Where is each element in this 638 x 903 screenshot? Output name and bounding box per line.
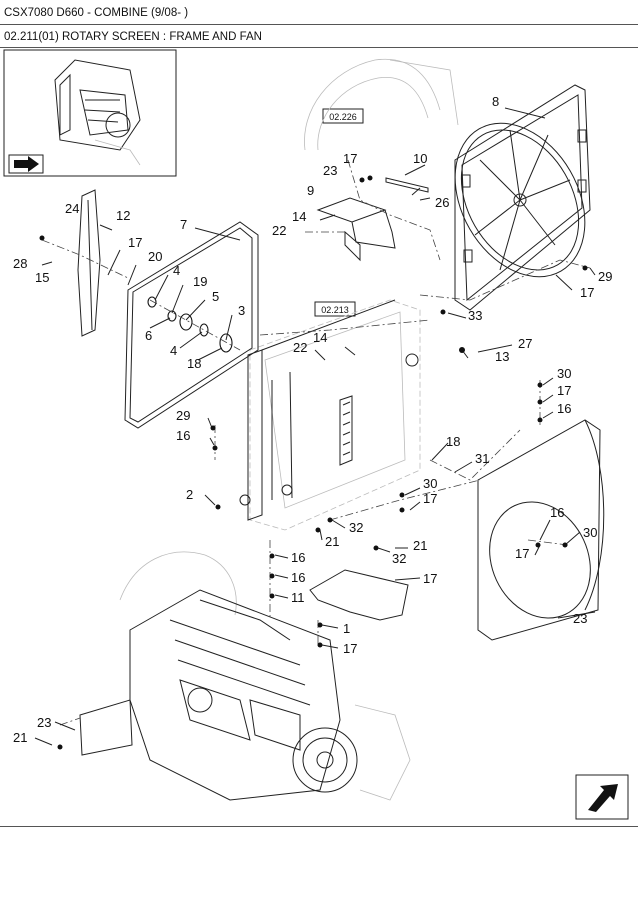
callout-4: 4 xyxy=(170,343,177,358)
engine-assembly xyxy=(79,551,411,801)
callout-16: 16 xyxy=(550,505,564,520)
callout-21: 21 xyxy=(413,538,427,553)
callout-1: 23 xyxy=(573,611,587,626)
callout-14: 14 xyxy=(292,209,306,224)
callout-17: 17 xyxy=(423,491,437,506)
callout-8: 8 xyxy=(492,94,499,109)
callout-10: 10 xyxy=(413,151,427,166)
callout-31: 31 xyxy=(475,451,489,466)
arrow-return-icon[interactable] xyxy=(575,774,629,820)
document-section-title: 02.211(01) ROTARY SCREEN : FRAME AND FAN xyxy=(4,31,262,43)
callout-16: 16 xyxy=(557,401,571,416)
callout-16: 16 xyxy=(176,428,190,443)
callout-17: 17 xyxy=(515,546,529,561)
callout-15: 15 xyxy=(35,270,49,285)
reference-box[interactable]: 02.213 xyxy=(314,301,356,317)
inset-engine-thumbnail xyxy=(54,59,141,166)
callout-22: 22 xyxy=(293,340,307,355)
callout-17: 17 xyxy=(128,235,142,250)
callout-6: 6 xyxy=(145,328,152,343)
callout-27: 27 xyxy=(518,336,532,351)
callout-20: 20 xyxy=(148,249,162,264)
callout-labels: 8 17 10 23 9 26 14 22 24 12 7 17 20 28 1… xyxy=(13,94,612,745)
callout-16: 16 xyxy=(291,550,305,565)
drive-hardware xyxy=(147,296,241,353)
callout-17: 17 xyxy=(580,285,594,300)
callout-23: 11 xyxy=(291,590,305,605)
callout-17: 17 xyxy=(343,151,357,166)
callout-30: 30 xyxy=(557,366,571,381)
fan-shroud xyxy=(477,419,605,641)
arrow-right-icon[interactable] xyxy=(8,154,44,174)
callout-25: 21 xyxy=(13,730,27,745)
callout-19: 19 xyxy=(193,274,207,289)
reference-label: 02.226 xyxy=(329,112,357,122)
callout-18: 18 xyxy=(187,356,201,371)
callout-18: 18 xyxy=(446,434,460,449)
callout-32: 32 xyxy=(392,551,406,566)
callout-21: 23 xyxy=(37,715,51,730)
reference-label: 02.213 xyxy=(321,305,349,315)
callout-17: 17 xyxy=(557,383,571,398)
inset-overview xyxy=(3,49,177,177)
callout-22: 22 xyxy=(272,223,286,238)
header-divider xyxy=(0,47,638,48)
wiper-arm xyxy=(77,189,101,337)
callout-29: 29 xyxy=(598,269,612,284)
callout-23: 23 xyxy=(323,163,337,178)
callout-24: 24 xyxy=(65,201,79,216)
footer-divider xyxy=(0,826,638,827)
callout-21: 21 xyxy=(325,534,339,549)
callout-23: 17 xyxy=(343,641,357,656)
hood-outline xyxy=(304,58,459,151)
callout-5: 5 xyxy=(212,289,219,304)
rotary-screen-frame xyxy=(454,84,591,311)
callout-2: 2 xyxy=(186,487,193,502)
upper-bracket-assembly xyxy=(316,177,429,262)
callout-17: 16 xyxy=(291,570,305,585)
callout-30: 30 xyxy=(423,476,437,491)
callout-9: 9 xyxy=(307,183,314,198)
callout-4: 4 xyxy=(173,263,180,278)
callout-29: 29 xyxy=(176,408,190,423)
header-divider xyxy=(0,24,638,25)
callout-14: 14 xyxy=(313,330,327,345)
document-model-title: CSX7080 D660 - COMBINE (9/08- ) xyxy=(4,7,189,19)
deflector xyxy=(309,569,409,621)
fastener-dots xyxy=(39,175,588,750)
leader-lines xyxy=(34,107,596,746)
reference-box[interactable]: 02.226 xyxy=(322,108,364,124)
callout-28: 28 xyxy=(13,256,27,271)
callout-3: 3 xyxy=(238,303,245,318)
screen-seal xyxy=(124,221,259,429)
callout-32: 32 xyxy=(349,520,363,535)
callout-26: 26 xyxy=(435,195,449,210)
cooling-package xyxy=(239,299,421,531)
callout-13: 13 xyxy=(495,349,509,364)
callout-33: 33 xyxy=(468,308,482,323)
callout-17: 1 xyxy=(343,621,350,636)
callout-12: 12 xyxy=(116,208,130,223)
callout-7: 7 xyxy=(180,217,187,232)
callout-11: 17 xyxy=(423,571,437,586)
callout-30: 30 xyxy=(583,525,597,540)
